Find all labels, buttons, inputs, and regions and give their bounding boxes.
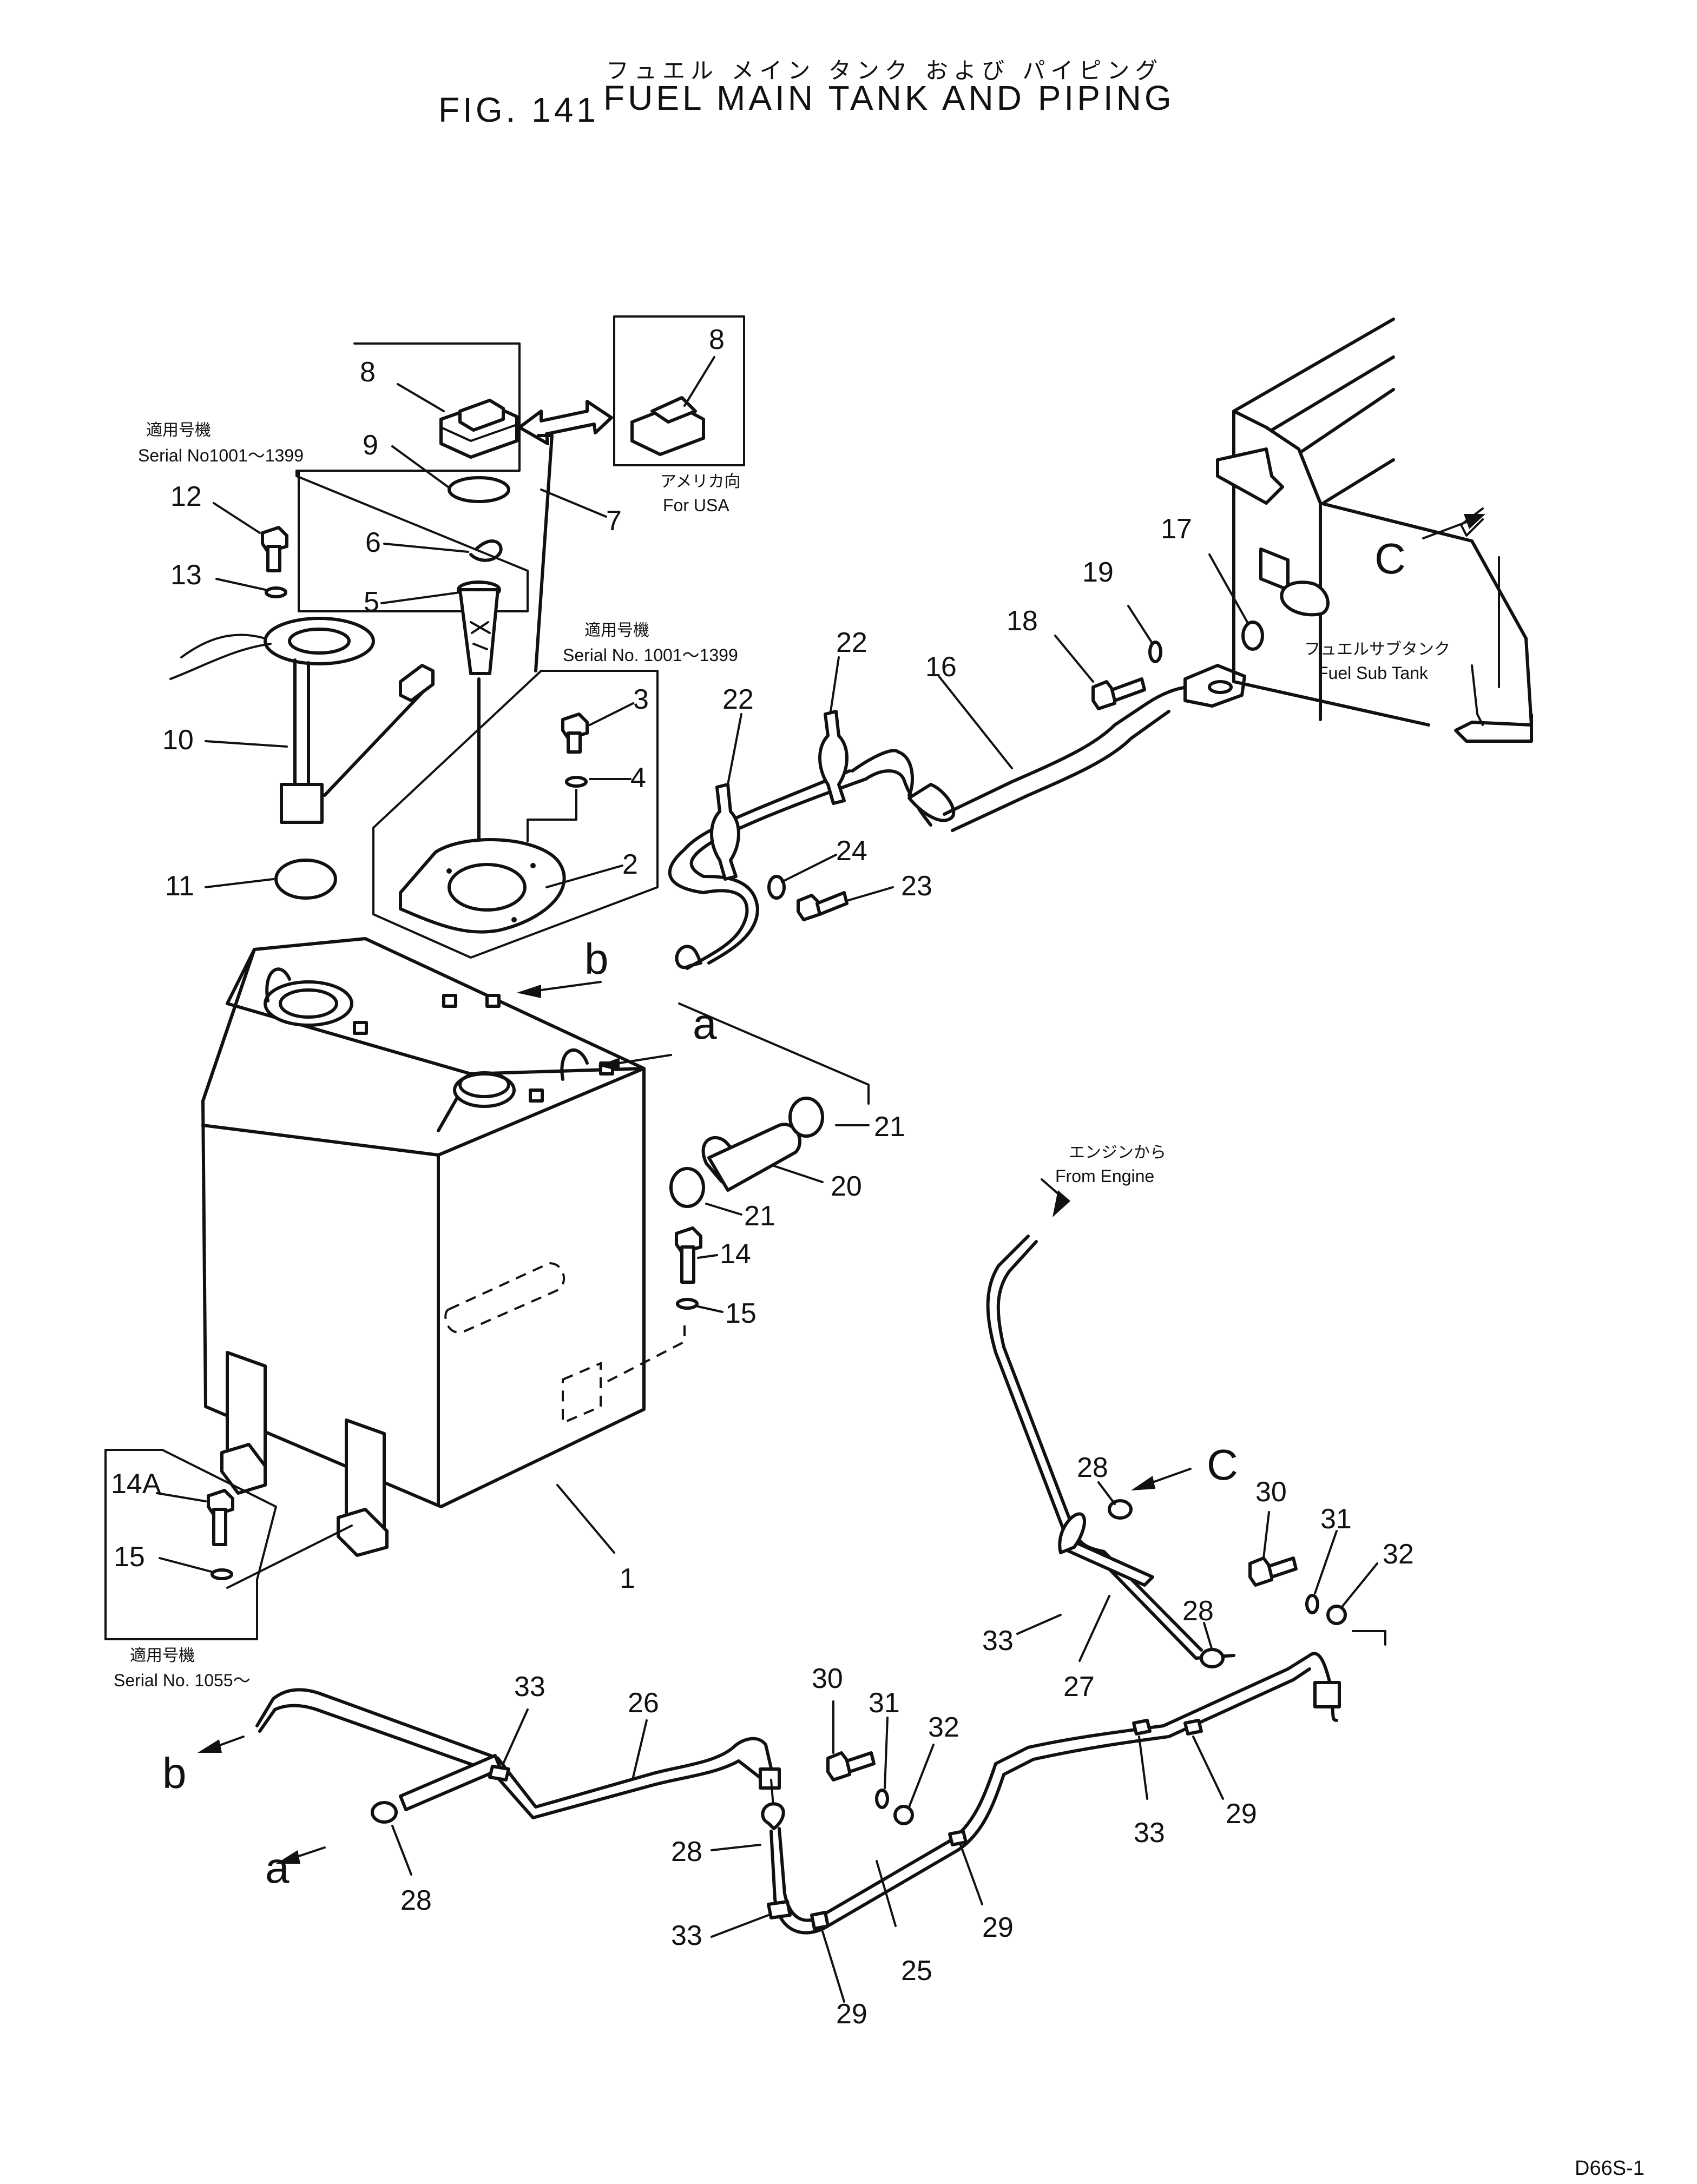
callout-21-bottom: 21	[744, 1200, 775, 1232]
callout-32-right: 32	[1383, 1539, 1414, 1570]
callout-30-middle: 30	[812, 1663, 843, 1694]
connector-letters: b a C C b a	[162, 535, 1406, 1892]
serial-1055-box	[104, 1449, 353, 1640]
callout-32-middle: 32	[928, 1712, 959, 1743]
sub-tank-note: Fuel Sub Tank	[1318, 663, 1429, 683]
connector-b-tank: b	[584, 935, 609, 983]
callout-13: 13	[170, 559, 202, 591]
callout-33-left: 33	[514, 1671, 545, 1703]
callout-26: 26	[628, 1687, 659, 1719]
serial-note-c-jp: 適用号機	[130, 1646, 195, 1665]
callout-31-middle: 31	[869, 1687, 900, 1719]
figure-number: FIG. 141	[438, 90, 599, 129]
callout-10: 10	[162, 724, 194, 756]
interchange-arrow	[518, 400, 613, 445]
return-piping	[255, 1235, 1386, 2003]
callout-30-right: 30	[1255, 1476, 1287, 1508]
callout-28-lower-left: 28	[400, 1885, 432, 1916]
callout-18: 18	[1007, 605, 1038, 637]
callout-28-middle: 28	[1182, 1595, 1214, 1627]
callout-24: 24	[836, 835, 867, 867]
callout-23: 23	[901, 870, 932, 902]
connector-b-pipe: b	[162, 1749, 187, 1797]
callout-33-upper: 33	[982, 1625, 1014, 1657]
fill-pipe	[668, 553, 1264, 970]
connector-a-tank: a	[693, 1000, 717, 1048]
callout-21-top: 21	[874, 1111, 905, 1143]
callout-15-bottom: 15	[114, 1541, 145, 1573]
connector-c-subtank: C	[1374, 535, 1406, 583]
connector-c-pipe: C	[1207, 1441, 1238, 1489]
figure-title: FUEL MAIN TANK AND PIPING	[603, 78, 1175, 117]
from-engine-note-jp: エンジンから	[1069, 1143, 1166, 1162]
callout-7: 7	[606, 505, 622, 537]
level-gauge-rod	[534, 434, 607, 672]
fuel-sub-tank	[1216, 318, 1533, 743]
sender-unit-group	[169, 502, 435, 900]
callout-4: 4	[630, 762, 646, 794]
usa-note: For USA	[663, 496, 729, 515]
callout-28-lower-middle: 28	[671, 1836, 702, 1868]
callout-14A: 14A	[111, 1468, 161, 1500]
callout-22-right: 22	[836, 627, 867, 658]
connector-a-pipe: a	[265, 1844, 290, 1892]
cover-plate-group	[372, 670, 659, 959]
filler-cap	[439, 399, 518, 459]
from-engine-note: From Engine	[1055, 1166, 1154, 1186]
cap-gasket	[448, 476, 510, 503]
callout-29-right: 29	[1226, 1798, 1257, 1830]
callout-labels: 8 8 9 7 12 6 13 5 3 4 10 2 11 22 22 16 1…	[111, 324, 1414, 2030]
callout-25: 25	[901, 1955, 932, 1987]
callout-2: 2	[622, 849, 638, 880]
callout-8-standard: 8	[360, 357, 376, 388]
callout-16: 16	[925, 651, 957, 683]
callout-33-bottom: 33	[671, 1920, 702, 1951]
callout-8-usa: 8	[709, 324, 725, 355]
tank-mount-bolt	[600, 1226, 723, 1386]
title-japanese: フュエル メイン タンク および パイピング	[606, 57, 1163, 84]
callout-27: 27	[1063, 1671, 1095, 1703]
applicability-notes: 適用号機 Serial No1001～1399 適用号機 Serial No. …	[114, 421, 1450, 1690]
callout-17: 17	[1161, 513, 1192, 545]
hose-and-clamps	[669, 1002, 870, 1216]
callout-12: 12	[170, 481, 202, 512]
serial-note-c: Serial No. 1055～	[114, 1671, 251, 1690]
serial-note-b-jp: 適用号機	[584, 621, 649, 640]
serial-note-a: Serial No1001～1399	[138, 446, 304, 465]
callout-14: 14	[720, 1238, 751, 1270]
callout-29-bottom: 29	[836, 1998, 867, 2030]
usa-note-jp: アメリカ向	[660, 472, 741, 491]
sub-tank-note-jp: フュエルサブタンク	[1304, 640, 1450, 659]
callout-20: 20	[831, 1171, 862, 1202]
callout-15-top: 15	[725, 1298, 757, 1329]
usa-cap-group	[613, 315, 745, 466]
model-code: D66S-1	[1575, 2157, 1645, 2180]
serial-note-b: Serial No. 1001～1399	[563, 645, 738, 665]
connector-arrows	[198, 514, 1485, 1864]
serial-note-a-jp: 適用号機	[146, 421, 211, 440]
sender-o-ring	[274, 859, 337, 900]
callout-29-middle: 29	[982, 1912, 1014, 1943]
callout-9: 9	[363, 430, 378, 461]
fuel-tank	[201, 937, 646, 1557]
callout-6: 6	[365, 527, 381, 558]
callout-5: 5	[364, 586, 379, 618]
callout-1: 1	[620, 1563, 635, 1594]
callout-19: 19	[1082, 557, 1114, 588]
callout-22-left: 22	[722, 684, 754, 715]
callout-3: 3	[633, 684, 649, 715]
callout-28-top: 28	[1077, 1452, 1108, 1483]
callout-31-right: 31	[1320, 1503, 1352, 1535]
callout-11: 11	[165, 870, 194, 902]
strainer-group	[380, 539, 503, 846]
callout-33-right: 33	[1134, 1817, 1165, 1849]
filler-cap-group	[295, 342, 529, 612]
